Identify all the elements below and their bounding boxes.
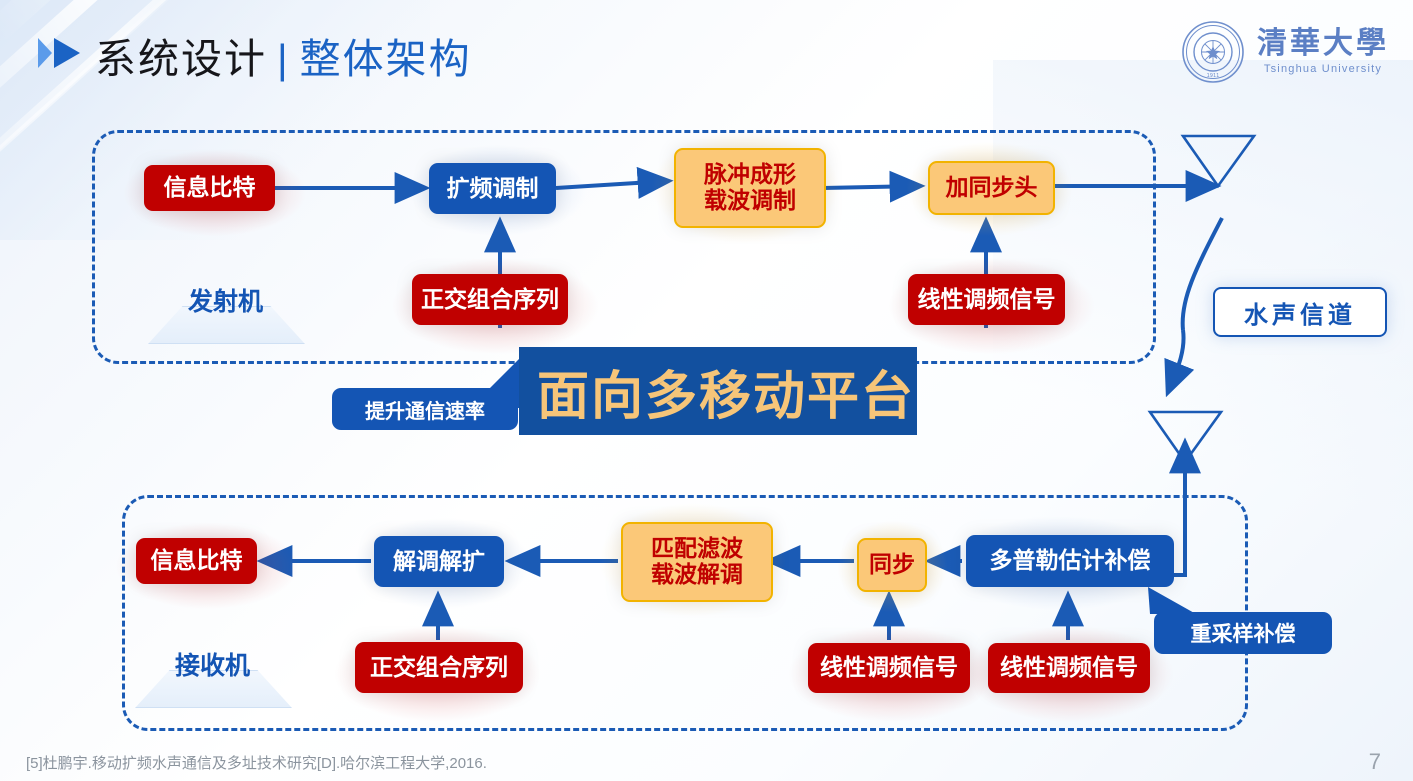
transmitter-label: 发射机: [138, 282, 313, 344]
node-rx-chirp-signal-1[interactable]: 线性调频信号: [808, 643, 970, 693]
double-chevron-right-icon: [38, 38, 80, 68]
node-tx-info-bits[interactable]: 信息比特: [144, 165, 275, 211]
node-label: 正交组合序列: [370, 653, 508, 680]
node-label-line2: 载波解调: [651, 561, 743, 587]
node-label: 多普勒估计补偿: [989, 547, 1151, 574]
slide-header: 系统设计|整体架构 1911 清華大學 Tsinghua University: [0, 0, 1413, 104]
node-rx-chirp-signal-2[interactable]: 线性调频信号: [988, 643, 1150, 693]
node-label-line1: 脉冲成形: [704, 161, 796, 188]
node-label: 信息比特: [150, 547, 243, 574]
node-rx-matched-filter-carrier-demodulation[interactable]: 匹配滤波 载波解调: [621, 522, 773, 602]
node-label-line2: 载波调制: [704, 187, 796, 213]
callout-improve-rate[interactable]: 提升通信速率: [332, 388, 518, 430]
callout-resampling-compensation[interactable]: 重采样补偿: [1154, 612, 1332, 654]
node-label: 加同步头: [945, 174, 1038, 201]
node-label: 扩频调制: [446, 174, 539, 201]
page-title-sub: 整体架构: [299, 36, 472, 82]
logo-cn-name: 清華大學: [1257, 26, 1389, 61]
receiver-label: 接收机: [125, 646, 300, 708]
transmitter-label-text: 发射机: [187, 288, 263, 316]
overlay-banner-text: 面向多移动平台: [537, 367, 916, 426]
node-label: 正交组合序列: [421, 285, 559, 312]
node-label-line1: 匹配滤波: [651, 535, 743, 562]
node-tx-pulse-shaping-carrier-modulation[interactable]: 脉冲成形 载波调制: [674, 148, 826, 228]
node-tx-spread-modulation[interactable]: 扩频调制: [429, 163, 556, 214]
node-rx-synchronization[interactable]: 同步: [857, 538, 927, 592]
logo-en-name: Tsinghua University: [1263, 63, 1383, 75]
tsinghua-logo: 1911 清華大學 Tsinghua University: [1181, 16, 1389, 88]
node-rx-info-bits[interactable]: 信息比特: [136, 538, 257, 584]
node-rx-demodulation-despreading[interactable]: 解调解扩: [374, 536, 504, 587]
callout-label: 重采样补偿: [1190, 623, 1296, 646]
callout-label: 提升通信速率: [365, 400, 485, 423]
node-label: 信息比特: [163, 174, 256, 201]
node-rx-doppler-estimation-compensation[interactable]: 多普勒估计补偿: [966, 535, 1174, 587]
node-label: 解调解扩: [393, 547, 485, 574]
node-rx-orthogonal-sequence[interactable]: 正交组合序列: [355, 642, 523, 693]
overlay-banner: 面向多移动平台: [519, 347, 917, 435]
node-label: 同步: [869, 551, 915, 578]
svg-text:1911: 1911: [1207, 73, 1220, 79]
tsinghua-seal-icon: 1911: [1182, 21, 1244, 83]
page-title-main: 系统设计: [95, 36, 267, 82]
node-tx-orthogonal-sequence[interactable]: 正交组合序列: [412, 274, 568, 325]
node-tx-add-sync-header[interactable]: 加同步头: [928, 161, 1055, 215]
logo-wordmark: 清華大學 Tsinghua University: [1257, 26, 1389, 76]
node-label: 线性调频信号: [1000, 654, 1138, 681]
receiver-label-text: 接收机: [174, 652, 250, 680]
page-title: 系统设计|整体架构: [95, 25, 472, 85]
node-label: 线性调频信号: [820, 654, 958, 681]
node-tx-chirp-signal[interactable]: 线性调频信号: [908, 274, 1065, 325]
page-title-separator: |: [277, 36, 290, 82]
channel-label: 水声信道: [1213, 287, 1387, 337]
channel-label-text: 水声信道: [1244, 301, 1356, 329]
footer-citation: [5]杜鹏宇.移动扩频水声通信及多址技术研究[D].哈尔滨工程大学,2016.: [26, 755, 487, 772]
node-label: 线性调频信号: [917, 285, 1056, 312]
page-number: 7: [1368, 749, 1381, 774]
